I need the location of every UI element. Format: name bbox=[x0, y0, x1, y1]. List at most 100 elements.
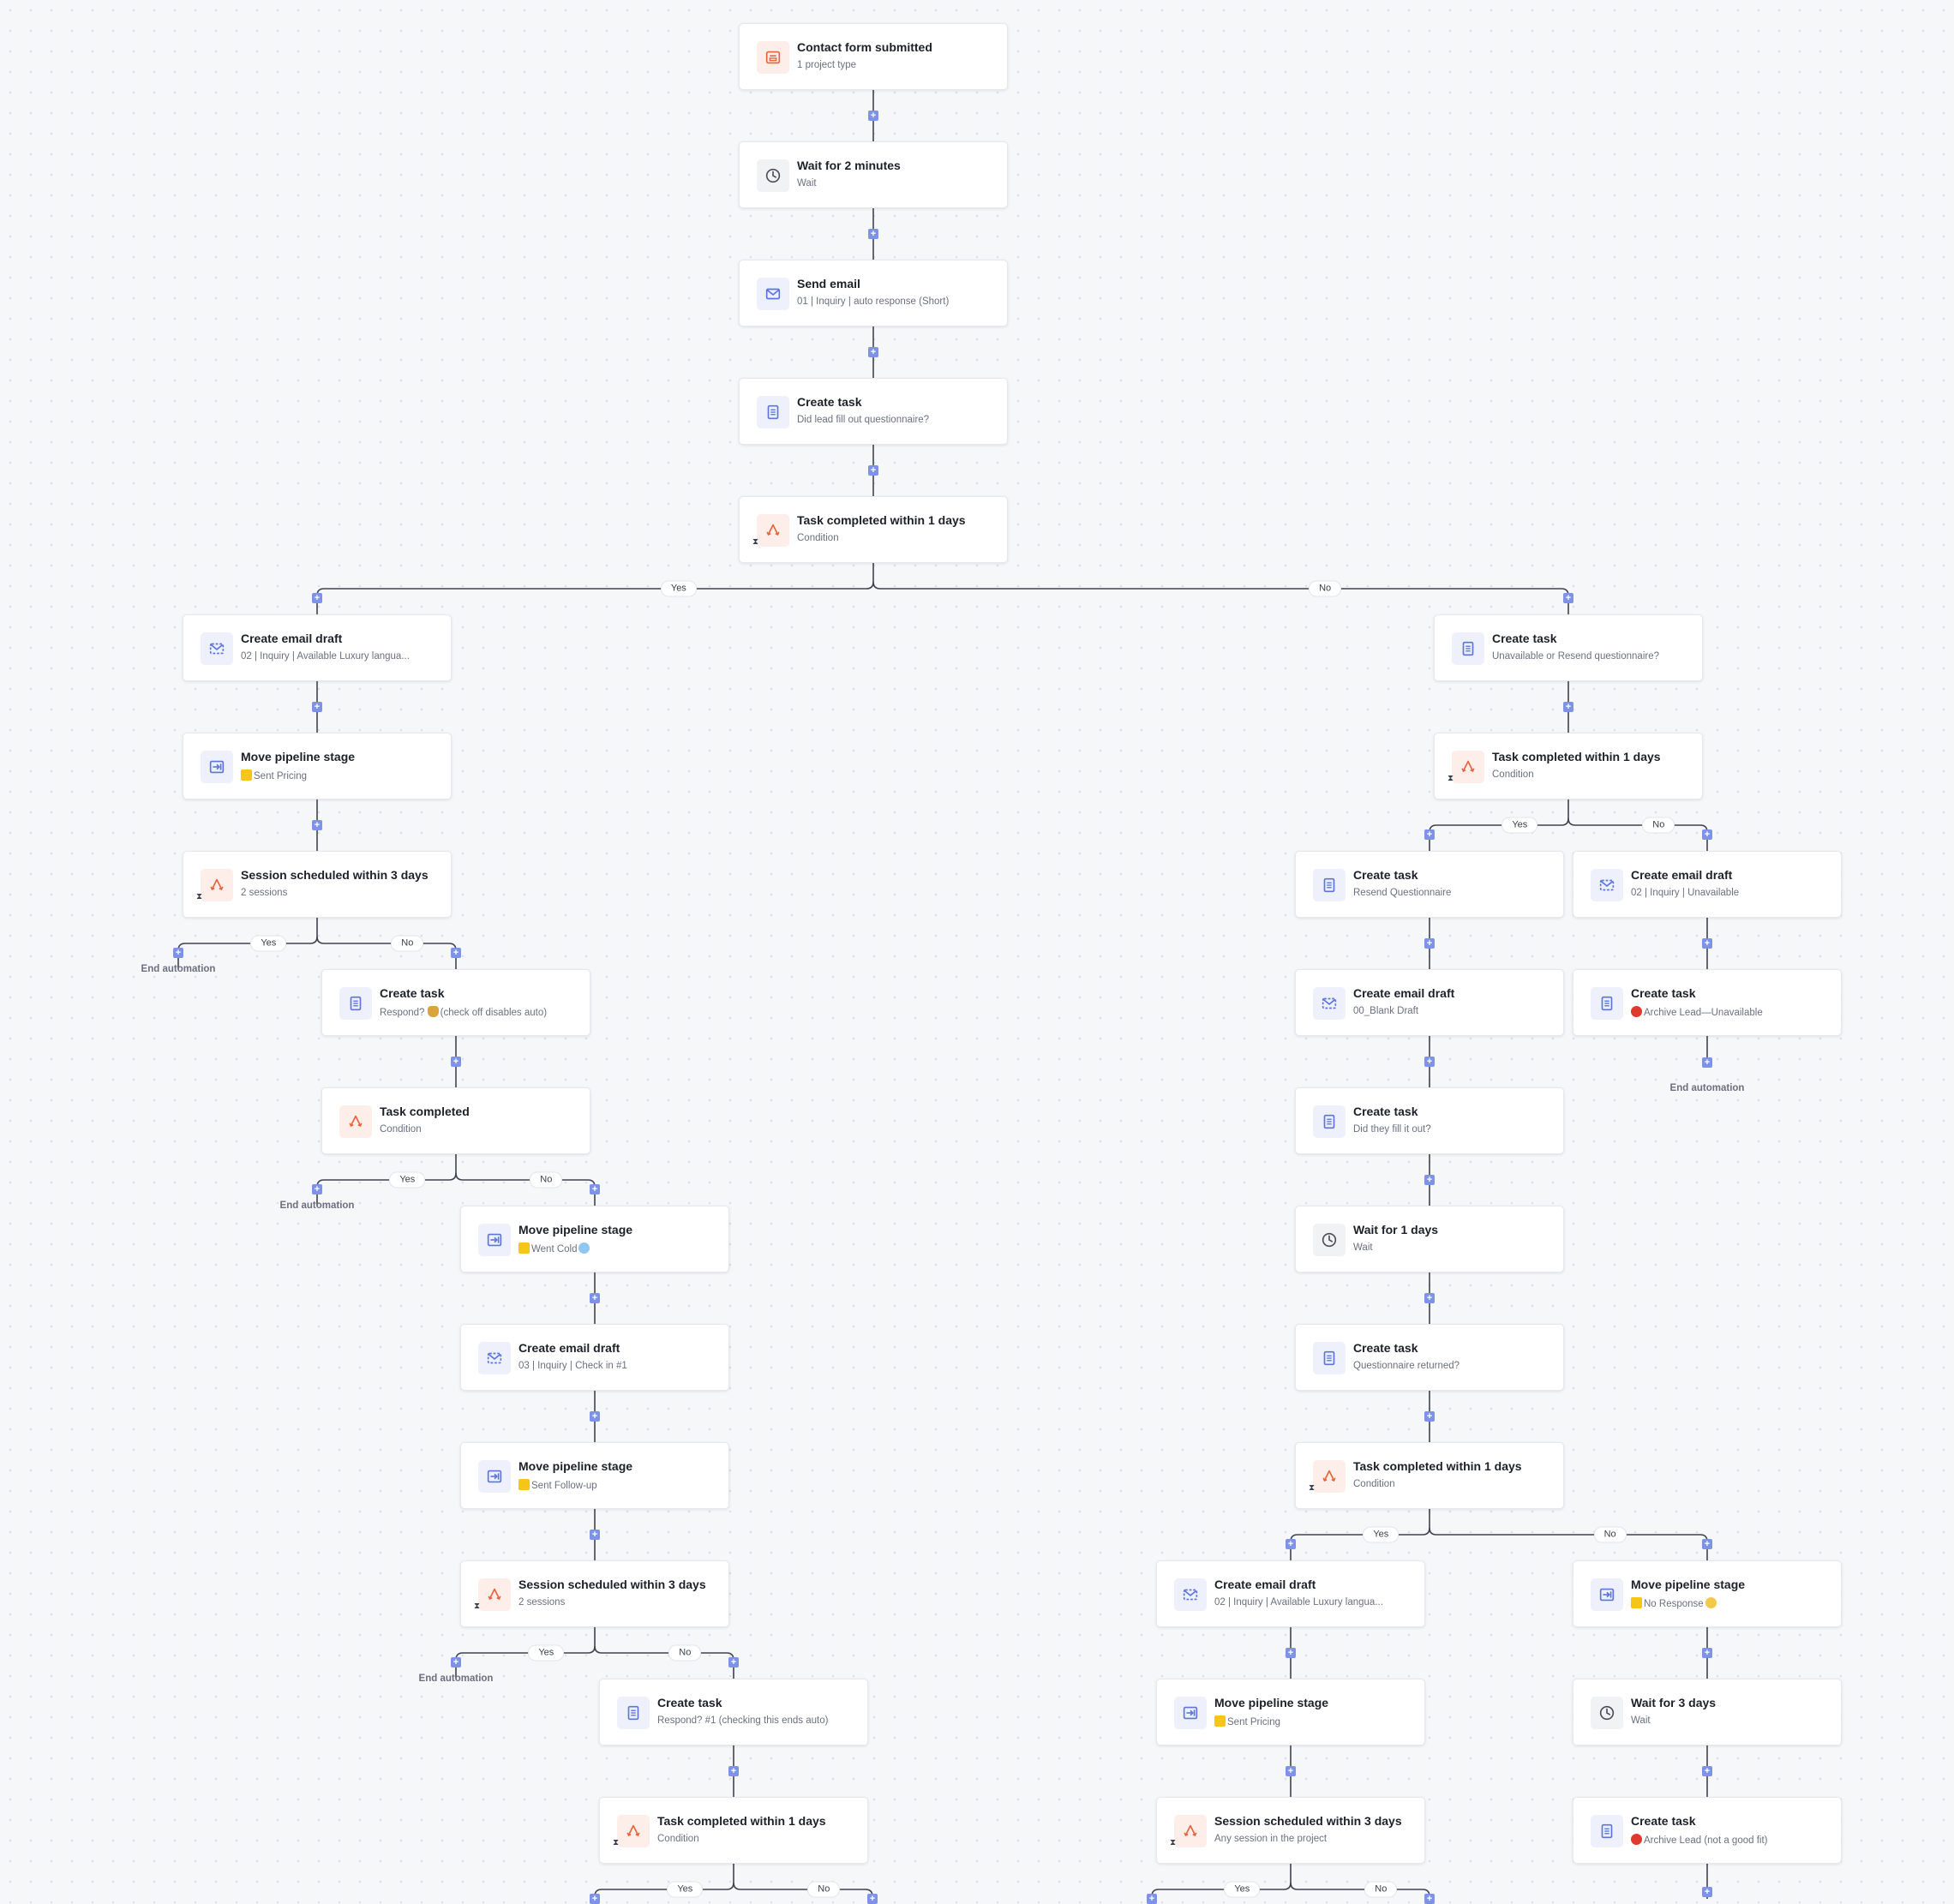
add-step-button[interactable]: + bbox=[312, 593, 322, 603]
node-subtitle-text: Resend Questionnaire bbox=[1353, 888, 1452, 898]
node-title: Session scheduled within 3 days bbox=[1214, 1814, 1402, 1828]
node-subtitle-text: Sent Pricing bbox=[254, 771, 308, 781]
add-step-button[interactable]: + bbox=[868, 229, 878, 239]
condition-branch-icon bbox=[339, 1105, 372, 1138]
node-subtitle-text: Went Cold bbox=[531, 1244, 578, 1254]
add-step-button[interactable]: + bbox=[1563, 593, 1573, 603]
add-step-button[interactable]: + bbox=[1424, 1057, 1435, 1067]
node-subtitle-text: 02 | Inquiry | Available Luxury langua..… bbox=[241, 651, 410, 662]
node-title: Create task bbox=[1492, 632, 1557, 645]
add-step-button[interactable]: + bbox=[1702, 938, 1712, 949]
add-step-button[interactable]: + bbox=[312, 702, 322, 712]
email-draft-icon bbox=[1174, 1578, 1207, 1611]
add-step-button[interactable]: + bbox=[312, 1184, 322, 1194]
add-step-button[interactable]: + bbox=[1424, 1293, 1435, 1303]
add-step-button[interactable]: + bbox=[1424, 1175, 1435, 1185]
add-step-button[interactable]: + bbox=[451, 1057, 461, 1067]
add-step-button[interactable]: + bbox=[1702, 1539, 1712, 1549]
node-title: Session scheduled within 3 days bbox=[241, 868, 429, 882]
add-step-button[interactable]: + bbox=[451, 948, 461, 958]
add-step-button[interactable]: + bbox=[1563, 702, 1573, 712]
add-step-button[interactable]: + bbox=[1702, 829, 1712, 840]
node-title: Wait for 2 minutes bbox=[797, 159, 901, 172]
add-step-button[interactable]: + bbox=[728, 1657, 739, 1667]
node-title: Create task bbox=[380, 986, 445, 1000]
add-step-button[interactable]: + bbox=[590, 1293, 600, 1303]
hourglass-icon: ⧗ bbox=[613, 1838, 620, 1847]
node-title: Task completed bbox=[380, 1105, 470, 1118]
add-step-button[interactable]: + bbox=[868, 111, 878, 121]
node-subtitle-prefix: Respond? bbox=[380, 1008, 425, 1018]
node-title: Create task bbox=[1353, 868, 1418, 882]
add-step-button[interactable]: + bbox=[590, 1184, 600, 1194]
connector-line bbox=[316, 1154, 457, 1206]
node-title: Move pipeline stage bbox=[241, 750, 356, 763]
add-step-button[interactable]: + bbox=[1286, 1539, 1296, 1549]
add-step-button[interactable]: + bbox=[1702, 1766, 1712, 1776]
add-step-button[interactable]: + bbox=[868, 465, 878, 476]
node-subtitle: 00_Blank Draft bbox=[1353, 1006, 1555, 1016]
add-step-button[interactable]: + bbox=[1702, 1887, 1712, 1897]
add-step-button[interactable]: + bbox=[1702, 1648, 1712, 1658]
add-step-button[interactable]: + bbox=[1147, 1894, 1157, 1904]
add-step-button[interactable]: + bbox=[1424, 1411, 1435, 1422]
node-subtitle-text: Condition bbox=[657, 1834, 699, 1844]
add-step-button[interactable]: + bbox=[590, 1894, 600, 1904]
node-subtitle-text: Any session in the project bbox=[1214, 1834, 1328, 1844]
checklist-icon bbox=[757, 396, 789, 428]
add-step-button[interactable]: + bbox=[312, 820, 322, 830]
add-step-button[interactable]: + bbox=[1424, 829, 1435, 840]
add-step-button[interactable]: + bbox=[451, 1657, 461, 1667]
checklist-icon bbox=[1313, 1342, 1346, 1374]
hourglass-icon: ⧗ bbox=[1170, 1838, 1177, 1847]
add-step-button[interactable]: + bbox=[1424, 938, 1435, 949]
add-step-button[interactable]: + bbox=[1286, 1648, 1296, 1658]
add-step-button[interactable]: + bbox=[173, 948, 183, 958]
add-step-button[interactable]: + bbox=[1424, 1894, 1435, 1904]
add-step-button[interactable]: + bbox=[728, 1766, 739, 1776]
add-step-button[interactable]: + bbox=[590, 1411, 600, 1422]
condition-branch-icon bbox=[617, 1815, 650, 1847]
add-step-button[interactable]: + bbox=[1286, 1766, 1296, 1776]
add-step-button[interactable]: + bbox=[868, 347, 878, 357]
add-step-button[interactable]: + bbox=[1702, 1057, 1712, 1068]
node-subtitle: Respond? (check off disables auto) bbox=[380, 1006, 581, 1018]
node-subtitle-text: Wait bbox=[1631, 1715, 1651, 1726]
add-step-button[interactable]: + bbox=[867, 1894, 878, 1904]
condition-branch-icon bbox=[1313, 1460, 1346, 1493]
add-step-button[interactable]: + bbox=[590, 1530, 600, 1540]
node-title: Contact form submitted bbox=[797, 40, 932, 54]
